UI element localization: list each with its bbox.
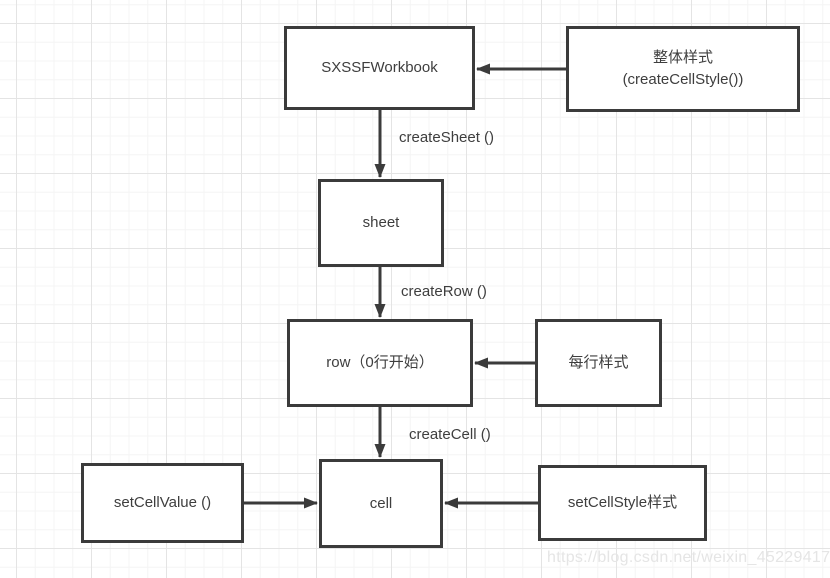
node-label-line2: (createCellStyle()) — [622, 71, 744, 88]
node-label: setCellValue () — [113, 494, 212, 512]
node-sheet: sheet — [318, 179, 444, 267]
node-overall-style: 整体样式 (createCellStyle()) — [566, 26, 800, 112]
node-label: setCellStyle样式 — [567, 494, 678, 512]
node-label: sheet — [362, 214, 400, 232]
edge-label-create-row: createRow () — [401, 283, 487, 300]
node-row: row（0行开始） — [287, 319, 473, 407]
node-label: SXSSFWorkbook — [321, 59, 438, 77]
node-label-line1: 整体样式 — [652, 49, 713, 67]
edge-label-create-sheet: createSheet () — [399, 129, 495, 146]
csdn-watermark: https://blog.csdn.net/weixin_45229417 — [547, 549, 830, 566]
node-cell: cell — [319, 459, 443, 548]
node-set-cell-style: setCellStyle样式 — [538, 465, 707, 541]
edge-label-create-cell: createCell () — [409, 426, 491, 443]
node-row-style: 每行样式 — [535, 319, 662, 407]
node-label: row（0行开始） — [326, 354, 434, 372]
node-label: cell — [369, 494, 393, 512]
node-set-cell-value: setCellValue () — [81, 463, 244, 543]
node-sxssfworkbook: SXSSFWorkbook — [284, 26, 475, 110]
node-label: 每行样式 — [568, 354, 629, 372]
